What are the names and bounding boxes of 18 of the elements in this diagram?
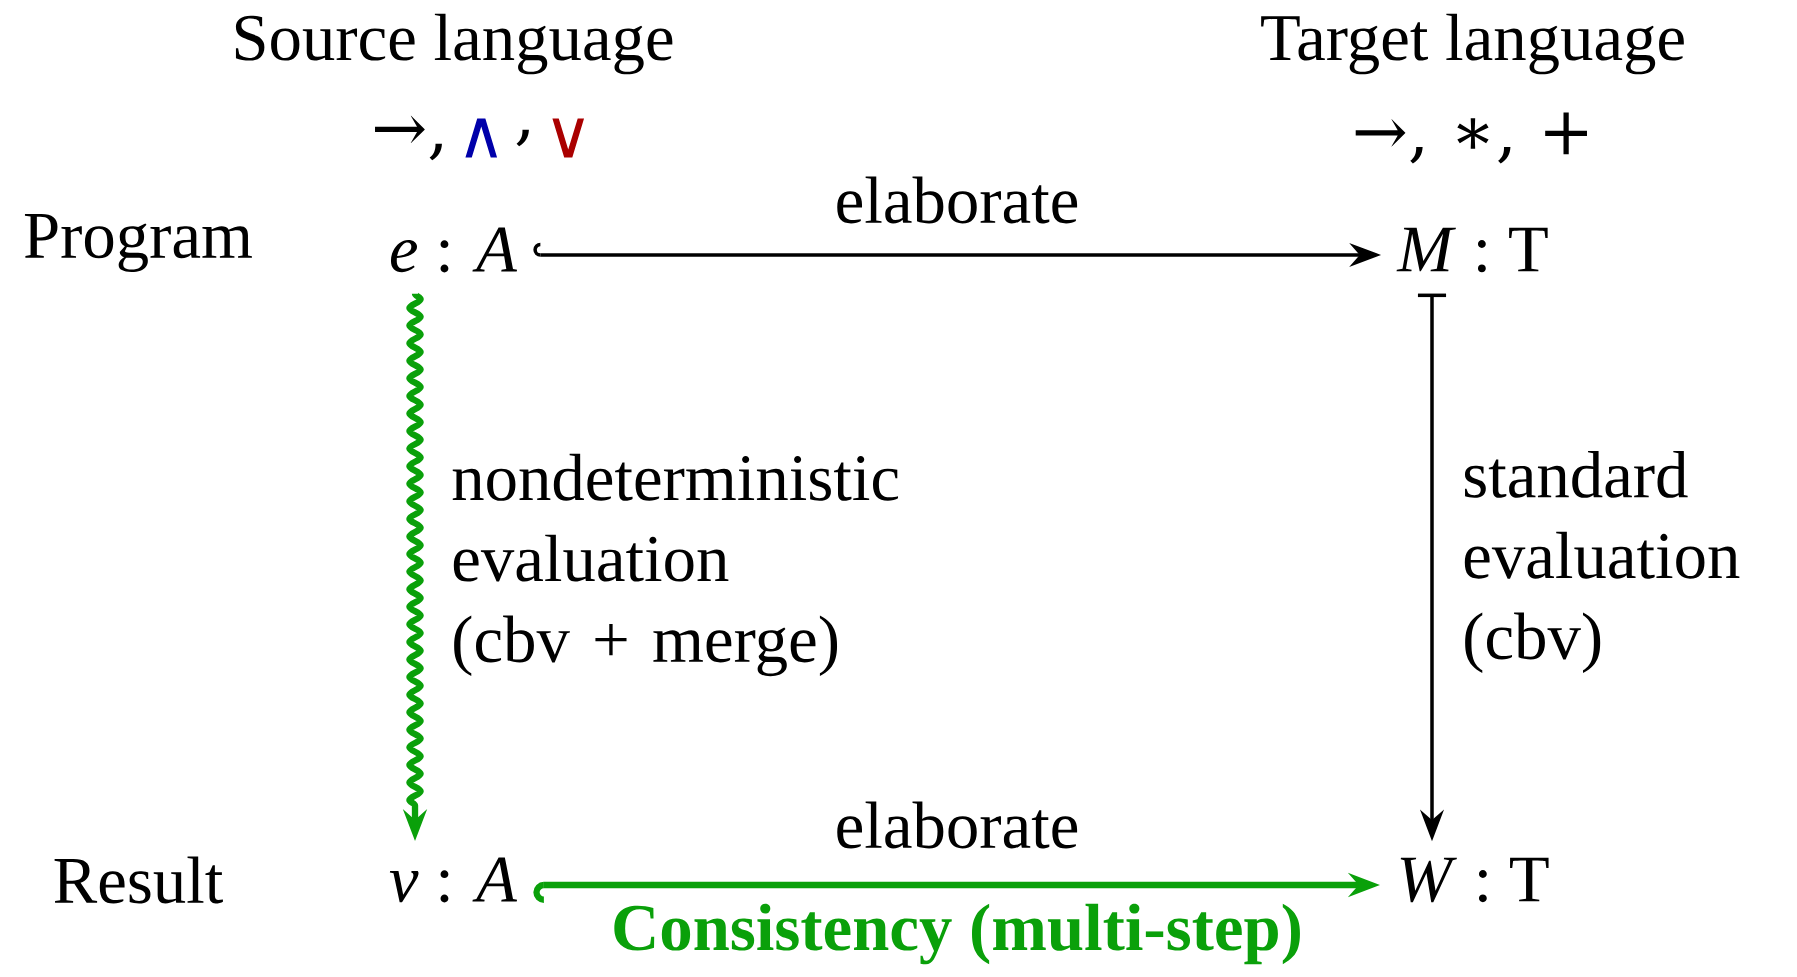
edge-label: nondeterministic evaluation (cbv + merge) [452, 453, 898, 677]
row-label: Result [54, 856, 223, 904]
caption: Consistency (multi-step) [614, 903, 1300, 965]
type-judgement: e : A [390, 227, 518, 273]
connective-symbol: ∧ [465, 118, 498, 158]
row-label: Program [24, 213, 252, 273]
edge-label: elaborate [837, 801, 1078, 849]
edge-label: standard evaluation (cbv) [1464, 450, 1740, 674]
type-judgement: M : T [1396, 227, 1548, 273]
connective-symbol: →, [375, 115, 442, 161]
heading: Source language [235, 13, 673, 75]
type-judgement: W : T [1400, 857, 1549, 903]
connective-symbol: ∨ [552, 118, 585, 158]
heading: Target language [1261, 13, 1684, 75]
type-judgement: v : A [389, 857, 518, 903]
edge-label: elaborate [837, 176, 1078, 224]
connective-symbol: , [516, 129, 529, 147]
connective-symbol: →, ∗, + [1355, 112, 1587, 164]
